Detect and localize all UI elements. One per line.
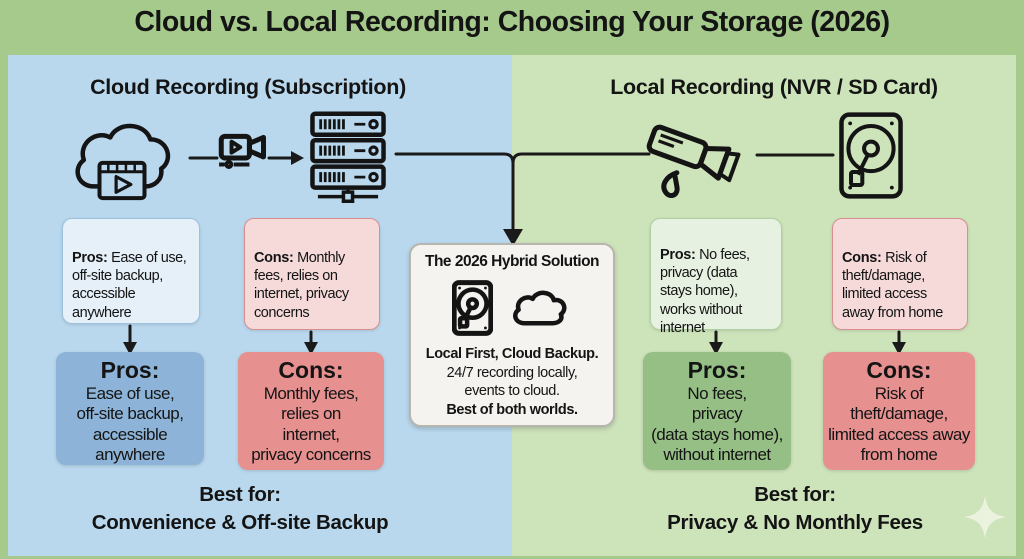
hard-drive-icon bbox=[452, 280, 493, 336]
cons-label: Cons: bbox=[254, 250, 294, 267]
cloud-best-for: Best for: Convenience & Off-site Backup bbox=[91, 483, 389, 534]
cloud-pros-box: Pros: Ease of use, off-site backup, acce… bbox=[56, 352, 204, 465]
arrowhead-right-pros bbox=[709, 342, 723, 355]
cons-body: Risk of theft/damage, limited access awa… bbox=[828, 384, 970, 465]
local-cons-box: Cons: Risk of theft/damage, limited acce… bbox=[823, 352, 975, 470]
pros-body: Ease of use, off-site backup, accessible… bbox=[76, 384, 184, 465]
page-title: Cloud vs. Local Recording: Choosing Your… bbox=[134, 6, 890, 38]
arrowhead-right bbox=[291, 151, 304, 165]
cons-label: Cons: bbox=[842, 250, 882, 267]
cloud-cons-box: Cons: Monthly fees, relies on internet, … bbox=[238, 352, 384, 470]
hybrid-body: Local First, Cloud Backup. 24/7 recordin… bbox=[425, 346, 599, 418]
hybrid-icons bbox=[417, 275, 607, 341]
local-panel-header: Local Recording (NVR / SD Card) bbox=[610, 75, 938, 99]
cloud-pros-note: Pros: Ease of use, off-site backup, acce… bbox=[62, 218, 200, 324]
arrowhead-left-cons bbox=[304, 342, 318, 355]
hybrid-solution-box: The 2026 Hybrid Solution Lo bbox=[409, 243, 615, 427]
server-rack-icon bbox=[307, 110, 389, 205]
cons-heading: Cons: bbox=[866, 357, 932, 383]
sparkle-icon bbox=[962, 494, 1008, 540]
local-pros-note: Pros: No fees, privacy (data stays home)… bbox=[650, 218, 782, 336]
arrowhead-hybrid bbox=[503, 229, 523, 246]
pros-heading: Pros: bbox=[100, 357, 160, 383]
cloud-icon bbox=[509, 288, 573, 329]
security-camera-icon bbox=[646, 122, 744, 200]
hybrid-title: The 2026 Hybrid Solution bbox=[424, 253, 600, 270]
local-cons-note: Cons: Risk of theft/damage, limited acce… bbox=[832, 218, 968, 330]
cons-body: Monthly fees, relies on internet, privac… bbox=[251, 384, 371, 465]
pros-label: Pros: bbox=[660, 247, 696, 264]
cloud-cons-note: Cons: Monthly fees, relies on internet, … bbox=[244, 218, 380, 330]
local-pros-box: Pros: No fees, privacy (data stays home)… bbox=[643, 352, 791, 470]
cctv-to-hybrid-line bbox=[511, 152, 651, 165]
server-to-hybrid-line bbox=[394, 152, 515, 233]
local-best-for: Best for: Privacy & No Monthly Fees bbox=[667, 483, 923, 534]
video-camera-icon bbox=[218, 133, 270, 170]
cloud-with-video-icon bbox=[64, 114, 180, 204]
pros-heading: Pros: bbox=[687, 357, 747, 383]
cons-heading: Cons: bbox=[278, 357, 344, 383]
cloud-panel-header: Cloud Recording (Subscription) bbox=[90, 75, 406, 99]
arrowhead-right-cons bbox=[892, 342, 906, 355]
hard-drive-icon bbox=[838, 112, 904, 199]
pros-body: No fees, privacy (data stays home), with… bbox=[651, 384, 783, 465]
arrowhead-left-pros bbox=[123, 342, 137, 355]
pros-label: Pros: bbox=[72, 250, 108, 267]
